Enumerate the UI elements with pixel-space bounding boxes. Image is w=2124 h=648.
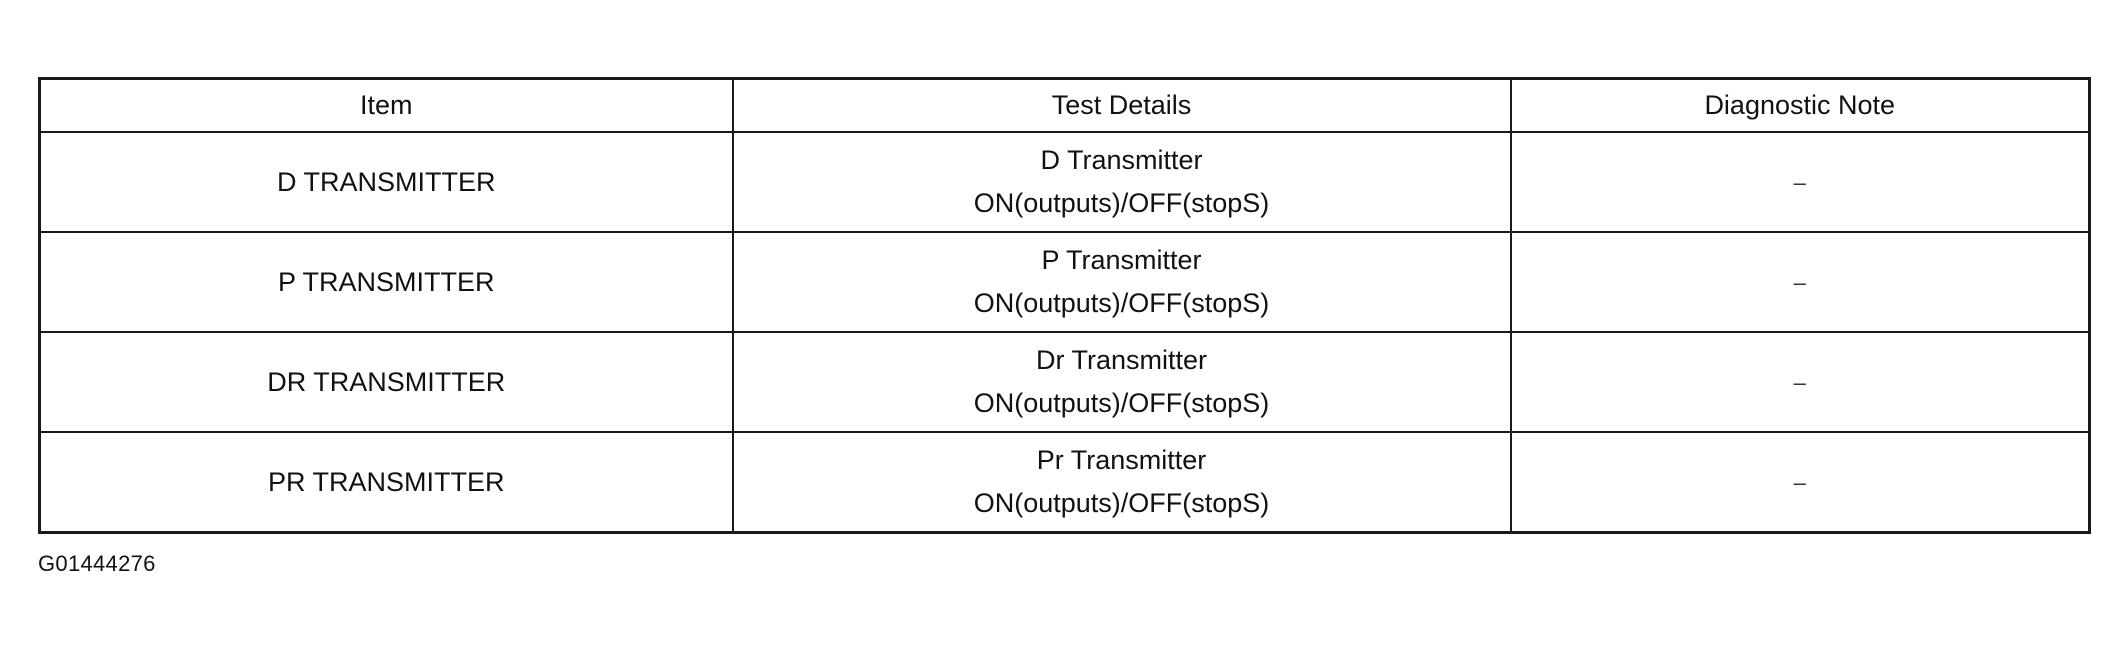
note-value: – (1793, 170, 1806, 195)
table-row: PR TRANSMITTER Pr Transmitter ON(outputs… (38, 431, 2091, 534)
table-row: DR TRANSMITTER Dr Transmitter ON(outputs… (38, 331, 2091, 433)
test-details-cell: Dr Transmitter ON(outputs)/OFF(stopS) (731, 331, 1512, 433)
details-line1: Pr Transmitter (1036, 445, 1207, 475)
item-cell: P TRANSMITTER (38, 231, 734, 333)
details-line1: D Transmitter (1040, 145, 1203, 175)
item-cell: DR TRANSMITTER (38, 331, 734, 433)
table-header-row: Item Test Details Diagnostic Note (38, 77, 2091, 133)
details-line1: P Transmitter (1041, 245, 1202, 275)
header-test-details: Test Details (731, 77, 1512, 133)
diagnostic-note-cell: – (1509, 131, 2091, 233)
diagnostic-note-cell: – (1509, 231, 2091, 333)
details-line1: Dr Transmitter (1035, 345, 1208, 375)
note-value: – (1793, 370, 1806, 395)
note-value: – (1793, 270, 1806, 295)
diagnostic-note-cell: – (1509, 331, 2091, 433)
test-details-cell: P Transmitter ON(outputs)/OFF(stopS) (731, 231, 1512, 333)
header-item: Item (38, 77, 734, 133)
item-cell: D TRANSMITTER (38, 131, 734, 233)
details-line2: ON(outputs)/OFF(stopS) (973, 388, 1270, 418)
details-line2: ON(outputs)/OFF(stopS) (973, 288, 1270, 318)
table-row: P TRANSMITTER P Transmitter ON(outputs)/… (38, 231, 2091, 333)
details-line2: ON(outputs)/OFF(stopS) (973, 488, 1270, 518)
diagnostic-note-cell: – (1509, 431, 2091, 534)
details-line2: ON(outputs)/OFF(stopS) (973, 188, 1270, 218)
figure-id: G01444276 (38, 551, 156, 576)
item-cell: PR TRANSMITTER (38, 431, 734, 534)
header-diagnostic-note: Diagnostic Note (1509, 77, 2091, 133)
test-details-cell: Pr Transmitter ON(outputs)/OFF(stopS) (731, 431, 1512, 534)
diagnostic-table: Item Test Details Diagnostic Note D TRAN… (38, 77, 2091, 534)
table-row: D TRANSMITTER D Transmitter ON(outputs)/… (38, 131, 2091, 233)
test-details-cell: D Transmitter ON(outputs)/OFF(stopS) (731, 131, 1512, 233)
note-value: – (1793, 470, 1806, 495)
